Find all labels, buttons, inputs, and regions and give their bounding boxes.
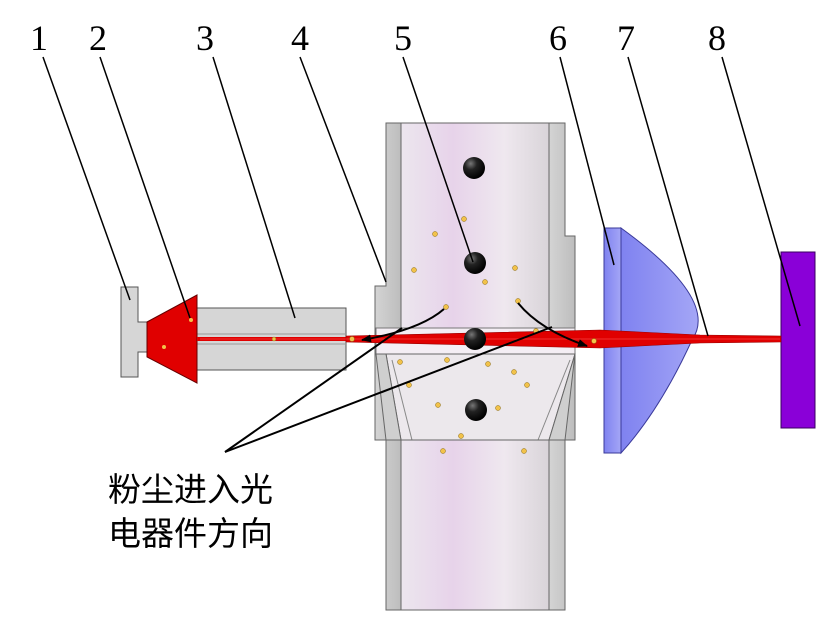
leader-lines: [42, 56, 801, 337]
caption-line-1: 粉尘进入光: [108, 470, 273, 509]
label-7: 7: [617, 18, 635, 58]
label-2: 2: [89, 18, 107, 58]
label-3: 3: [196, 18, 214, 58]
number-labels: 1 2 3 4 5 6 7 8: [30, 18, 726, 58]
dust-direction-caption: 粉尘进入光 电器件方向: [108, 470, 273, 553]
dust-direction-arrows: [361, 302, 588, 347]
label-6: 6: [549, 18, 567, 58]
label-5: 5: [394, 18, 412, 58]
dust-particles: [271, 216, 597, 454]
mounting-flange: [120, 286, 148, 378]
label-8: 8: [708, 18, 726, 58]
caption-line-2: 电器件方向: [108, 514, 273, 553]
laser-emitter: [146, 294, 198, 384]
label-4: 4: [291, 18, 309, 58]
falling-balls: [463, 157, 487, 421]
label-1: 1: [30, 18, 48, 58]
caption-pointer-lines: [224, 326, 553, 453]
laser-beam: [197, 329, 782, 349]
pipe-housing: [374, 122, 576, 611]
